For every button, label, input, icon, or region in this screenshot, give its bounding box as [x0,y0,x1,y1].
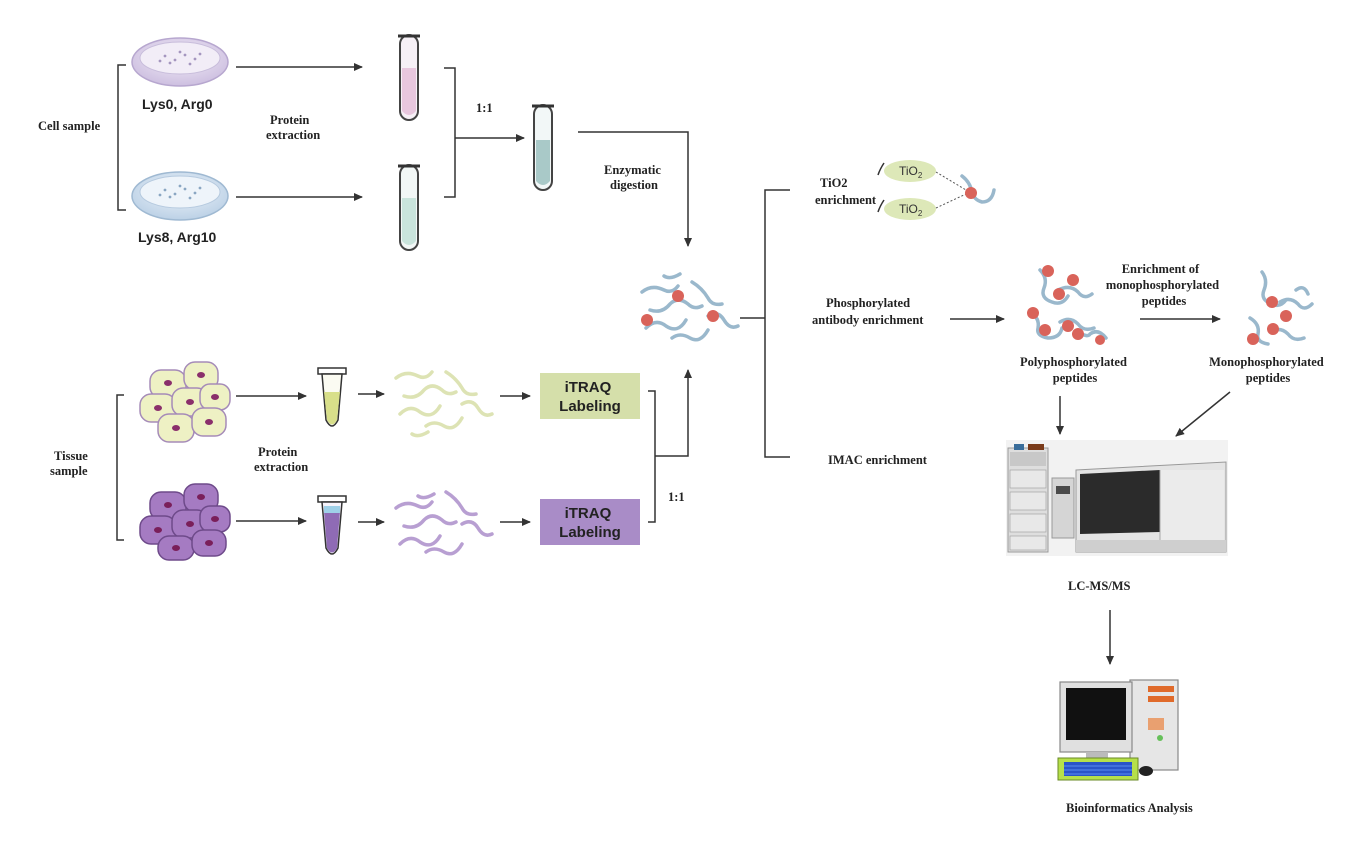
tissue-merge-bracket [648,390,656,523]
tio2-bound-peptide [960,174,996,204]
polyphosphorylated-peptides [1027,265,1108,345]
tissue-cells-purple [139,483,231,561]
heavy-label: Lys8, Arg10 [138,229,217,245]
lcms-label: LC-MS/MS [1068,579,1131,593]
digestion-label: Enzymatic digestion [604,163,664,192]
tube-light [398,34,420,121]
computer-icon [1057,679,1179,781]
mono-enrichment-label: Enrichment of monophosphorylated peptide… [1106,262,1222,308]
peptides-green [394,370,494,438]
arrow-mono-to-lcms [1175,391,1231,437]
mono-label: Monophosphorylated peptides [1209,355,1327,385]
monophosphorylated-peptides [1247,270,1314,346]
peptides-purple [394,490,494,556]
tio2-binding-2 [935,193,967,209]
tio2-bead-1: TiO2 [884,160,936,182]
lcms-instrument [1006,440,1228,556]
tio2-binding-1 [935,171,967,191]
arrow-digestion [578,131,692,247]
tio2-link-top [877,162,885,176]
cell-ratio-label: 1:1 [476,101,493,115]
tissue-extraction-label: Protein extraction [254,445,308,474]
svg-text:TiO2: TiO2 [899,164,923,180]
itraq-labeling-box-2: iTRAQ Labeling [540,499,640,545]
cell-sample-label: Cell sample [38,119,101,133]
svg-text:TiO2: TiO2 [899,202,923,218]
arrow-tissue-merge-up [655,369,692,457]
imac-enrichment-label: IMAC enrichment [828,453,928,467]
poly-label: Polyphosphorylated peptides [1020,355,1130,385]
light-label: Lys0, Arg0 [142,96,213,112]
tio2-link-bottom [877,199,885,213]
svg-text:iTRAQ Labeling: iTRAQ Labeling [559,505,621,541]
tissue-sample-label: Tissue sample [50,449,91,478]
tube-mixed [532,104,554,191]
tissue-sample-bracket [116,394,124,541]
culture-dish-heavy [131,171,229,221]
tissue-nuclei-purple [154,494,219,551]
tissue-nuclei-green [154,372,219,431]
tio2-enrichment-label: TiO2 enrichment [815,176,877,207]
cell-sample-bracket [117,64,126,211]
peptide-mixture [640,272,740,342]
tissue-ratio-label: 1:1 [668,490,685,504]
itraq-labeling-box-1: iTRAQ Labeling [540,373,640,419]
enrichment-bracket [764,189,790,458]
tio2-bead-2: TiO2 [884,198,936,220]
tissue-cells-green [139,361,231,443]
eppendorf-green [317,367,347,427]
eppendorf-purple [317,495,347,555]
culture-dish-light [131,37,229,87]
tube-heavy [398,164,420,251]
bioinfo-label: Bioinformatics Analysis [1066,801,1193,815]
antibody-enrichment-label: Phosphorylated antibody enrichment [812,296,924,327]
cell-merge-bracket [444,67,456,198]
svg-text:iTRAQ Labeling: iTRAQ Labeling [559,379,621,415]
cell-extraction-label: Protein extraction [266,113,320,142]
